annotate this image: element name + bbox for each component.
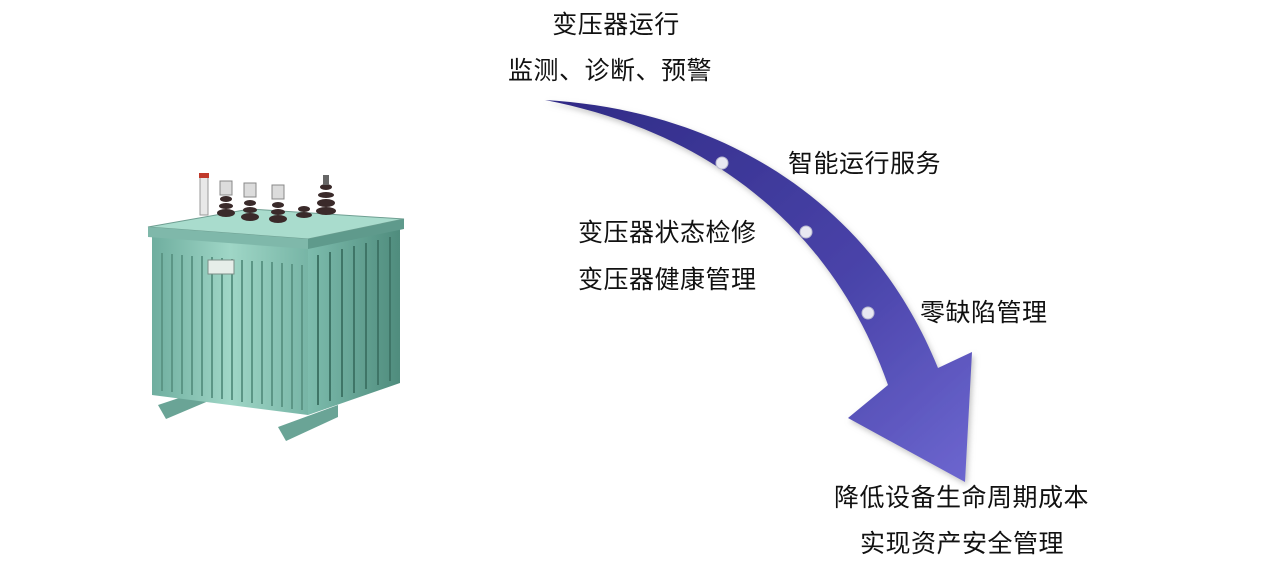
top-text-line2: 监测、诊断、预警 xyxy=(508,56,713,85)
top-text-line1: 变压器运行 xyxy=(552,10,680,39)
arrow-body xyxy=(545,100,972,482)
power-transformer-icon xyxy=(147,173,405,441)
milestone-dot-2 xyxy=(799,225,813,239)
bottom-text-line2: 实现资产安全管理 xyxy=(860,529,1065,558)
milestone-3-label: 零缺陷管理 xyxy=(920,298,1048,327)
milestone-2-label-line1: 变压器状态检修 xyxy=(578,218,757,247)
milestone-dot-1 xyxy=(715,156,729,170)
bottom-text-line1: 降低设备生命周期成本 xyxy=(834,483,1090,512)
milestone-dot-3 xyxy=(861,306,875,320)
milestone-1-label: 智能运行服务 xyxy=(788,149,942,178)
milestone-2-label-line2: 变压器健康管理 xyxy=(578,265,757,294)
